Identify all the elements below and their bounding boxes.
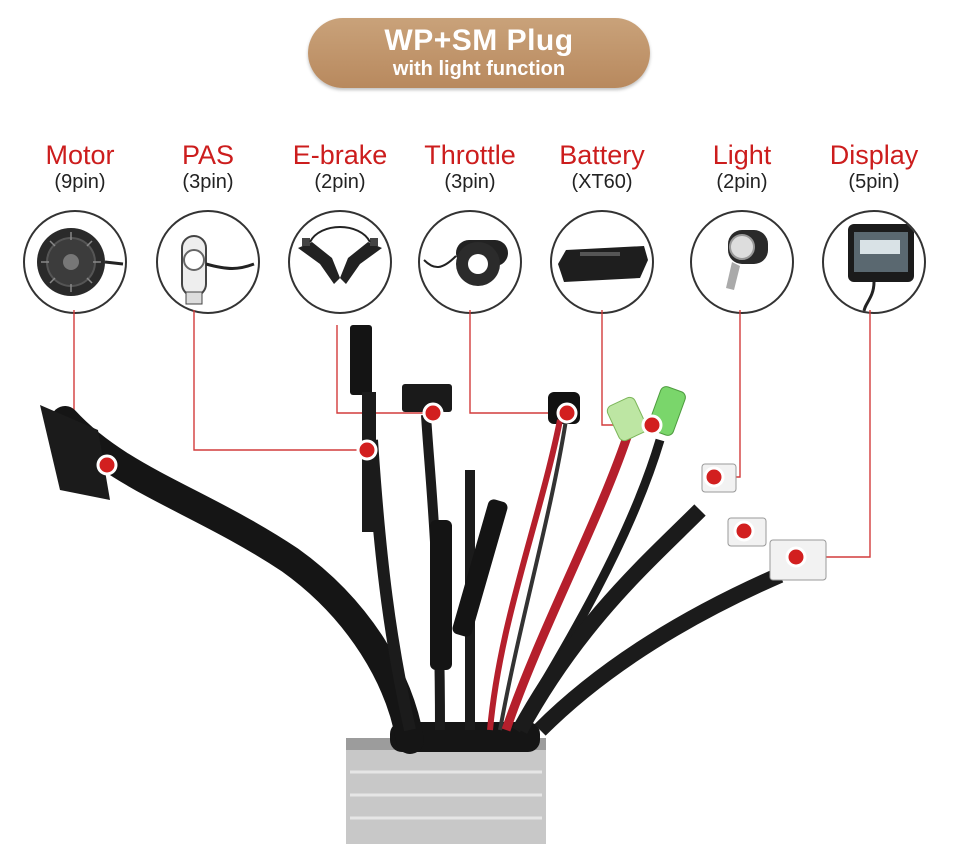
label-motor: Motor (9pin) (15, 140, 145, 194)
connector-name: PAS (181, 140, 235, 170)
connector-spec: (3pin) (182, 171, 234, 193)
label-pas: PAS (3pin) (143, 140, 273, 194)
connector-name: Throttle (424, 140, 516, 170)
connector-spec: (5pin) (848, 171, 900, 193)
title-banner: WP+SM Plug with light function (308, 18, 650, 88)
connector-name: E-brake (292, 140, 388, 170)
connector-name: Display (829, 140, 919, 170)
connector-spec: (9pin) (54, 171, 106, 193)
connector-spec: (2pin) (716, 171, 768, 193)
battery-icon (550, 210, 654, 314)
thumb-throttle-icon (418, 210, 522, 314)
connector-spec: (2pin) (314, 171, 366, 193)
label-ebrake: E-brake (2pin) (275, 140, 405, 194)
label-battery: Battery (XT60) (537, 140, 667, 194)
connector-name: Battery (559, 140, 645, 170)
connector-name: Motor (45, 140, 115, 170)
hub-motor-icon (23, 210, 127, 314)
brake-levers-icon (288, 210, 392, 314)
lcd-display-icon (822, 210, 926, 314)
page-subtitle: with light function (392, 58, 566, 80)
connector-spec: (3pin) (444, 171, 496, 193)
connector-spec: (XT60) (571, 171, 633, 193)
headlight-icon (690, 210, 794, 314)
label-display: Display (5pin) (809, 140, 939, 194)
label-throttle: Throttle (3pin) (405, 140, 535, 194)
page-title: WP+SM Plug (384, 24, 574, 57)
pas-sensor-icon (156, 210, 260, 314)
connector-name: Light (712, 140, 772, 170)
label-light: Light (2pin) (677, 140, 807, 194)
